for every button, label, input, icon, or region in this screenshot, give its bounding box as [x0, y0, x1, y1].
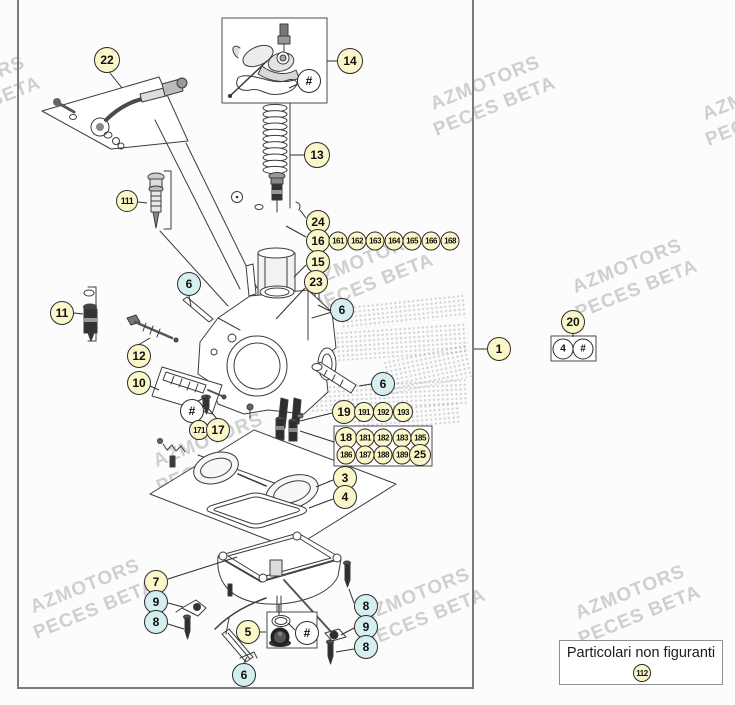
balloon-161[interactable]: 161 — [328, 231, 348, 251]
balloon-5[interactable]: 5 — [236, 620, 260, 644]
choke-cable-group — [41, 76, 258, 290]
balloon-6[interactable]: 6 — [232, 663, 256, 687]
balloon-hash: # — [295, 621, 319, 645]
balloon-8[interactable]: 8 — [354, 594, 378, 618]
balloon-23[interactable]: 23 — [304, 270, 328, 294]
balloon-11[interactable]: 11 — [50, 301, 74, 325]
balloon-187[interactable]: 187 — [355, 445, 375, 465]
balloon-15[interactable]: 15 — [306, 250, 330, 274]
balloon-8[interactable]: 8 — [144, 610, 168, 634]
leader-lines — [73, 60, 574, 664]
balloon-162[interactable]: 162 — [347, 231, 367, 251]
balloon-12[interactable]: 12 — [127, 344, 151, 368]
overflow-fitting-left — [175, 599, 207, 640]
frame-bottom-border — [17, 687, 474, 689]
balloon-hash: # — [180, 399, 204, 423]
balloon-hash: # — [572, 338, 594, 360]
balloon-111[interactable]: 111 — [116, 190, 138, 212]
balloon-6[interactable]: 6 — [371, 372, 395, 396]
balloon-193[interactable]: 193 — [393, 402, 413, 422]
balloon-166[interactable]: 166 — [421, 231, 441, 251]
frame-right-border — [472, 0, 474, 688]
balloon-164[interactable]: 164 — [384, 231, 404, 251]
float-bowl — [214, 531, 351, 635]
balloon-1[interactable]: 1 — [487, 337, 511, 361]
slide-spring-group — [231, 102, 301, 213]
balloon-6[interactable]: 6 — [177, 272, 201, 296]
balloon-22[interactable]: 22 — [94, 47, 120, 73]
balloon-25[interactable]: 25 — [409, 444, 431, 466]
balloon-186[interactable]: 186 — [336, 445, 356, 465]
overflow-fitting-right — [324, 628, 347, 665]
parts-not-shown-label: Particolari non figuranti — [566, 645, 716, 661]
idle-screw-group — [147, 170, 229, 307]
balloon-14[interactable]: 14 — [337, 48, 363, 74]
balloon-6[interactable]: 6 — [330, 298, 354, 322]
bowl-gasket — [206, 492, 307, 529]
balloon-168[interactable]: 168 — [440, 231, 460, 251]
balloon-20[interactable]: 20 — [561, 310, 585, 334]
balloon-163[interactable]: 163 — [365, 231, 385, 251]
drain-tube-group — [221, 617, 258, 663]
balloon-4[interactable]: 4 — [552, 338, 574, 360]
balloon-10[interactable]: 10 — [127, 371, 151, 395]
plug-group — [83, 286, 98, 342]
balloon-192[interactable]: 192 — [373, 402, 393, 422]
balloon-13[interactable]: 13 — [304, 142, 330, 168]
balloon-191[interactable]: 191 — [354, 402, 374, 422]
balloon-17[interactable]: 17 — [206, 418, 230, 442]
balloon-hash: # — [297, 69, 321, 93]
parts-not-shown-box: Particolari non figuranti — [559, 640, 723, 685]
frame-left-border — [17, 0, 19, 688]
balloon-19[interactable]: 19 — [332, 400, 356, 424]
balloon-4[interactable]: 4 — [333, 485, 357, 509]
balloon-16[interactable]: 16 — [306, 229, 330, 253]
balloon-112[interactable]: 112 — [633, 664, 651, 682]
balloon-165[interactable]: 165 — [402, 231, 422, 251]
balloon-188[interactable]: 188 — [373, 445, 393, 465]
balloon-8[interactable]: 8 — [354, 635, 378, 659]
